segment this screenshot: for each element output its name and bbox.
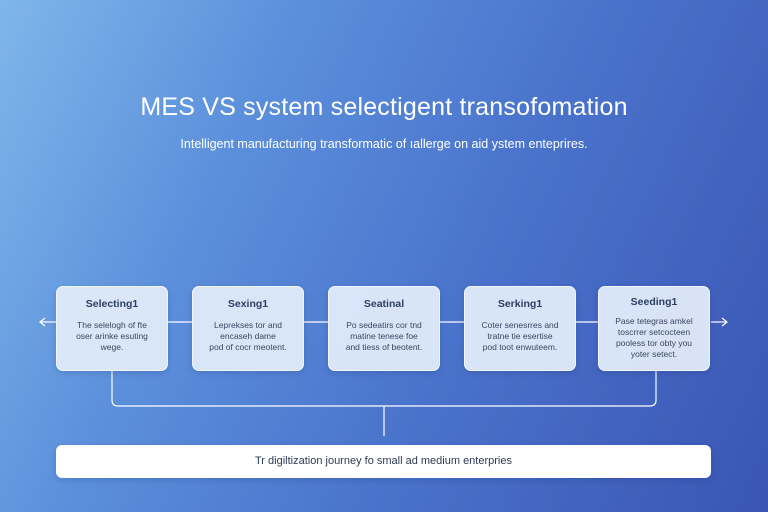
footer-summary-bar: Tr digiltization journey fo small ad med… (56, 445, 711, 478)
step-card-2: Sexing1 Leprekses tor and encaseh dame p… (192, 286, 304, 371)
step-title: Serking1 (497, 298, 543, 310)
step-card-1: Selecting1 The selelogh of fte oser arin… (56, 286, 168, 371)
step-description: The selelogh of fte oser arinke esuting … (76, 320, 148, 352)
step-title: Selecting1 (85, 298, 139, 310)
step-description: Coter senesrres and tratne tie esertise … (481, 320, 559, 352)
step-card-4: Serking1 Coter senesrres and tratne tie … (464, 286, 576, 371)
right-arrow-head (721, 317, 728, 327)
bracket-line (111, 371, 657, 407)
page-subtitle: Intelligent manufacturing transformatic … (180, 137, 588, 151)
step-description: Leprekses tor and encaseh dame pod of co… (209, 320, 287, 352)
step-title: Seeding1 (630, 296, 678, 308)
step-card-5: Seeding1 Pase tetegras amkel toscrrer se… (598, 286, 710, 371)
page-title: MES VS system selectigent transofomation (140, 93, 628, 121)
step-card-3: Seatinal Po sedeatirs cor tnd matine ten… (328, 286, 440, 371)
left-arrow-head (39, 317, 46, 327)
step-title: Sexing1 (227, 298, 269, 310)
step-description: Po sedeatirs cor tnd matine tenese foe a… (345, 320, 423, 352)
step-description: Pase tetegras amkel toscrrer setcocteen … (615, 316, 693, 359)
step-title: Seatinal (363, 298, 405, 310)
